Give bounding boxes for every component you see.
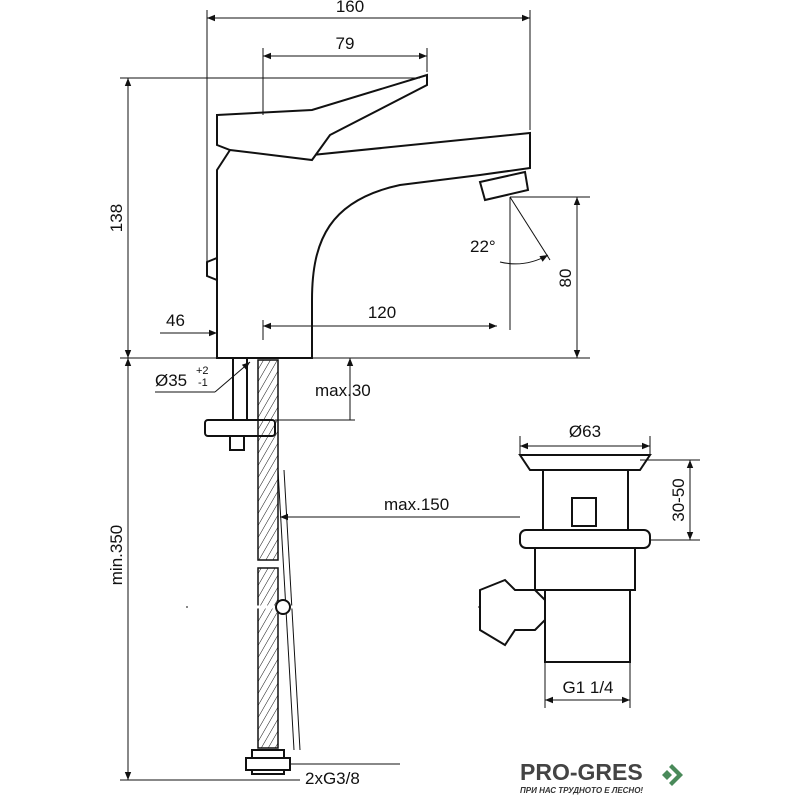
dim-hole-diameter: Ø35 [155,371,187,390]
dim-spout-angle: 22° [470,237,496,256]
dim-rod-distance: max.150 [384,495,449,514]
dim-tol-plus: +2 [196,365,209,377]
dim-width-total: 160 [336,0,364,16]
dim-spout-height: 80 [556,269,575,288]
dim-deck-thickness: max.30 [315,381,371,400]
faucet [186,73,531,775]
logo-name: PRO-GRES [520,759,643,785]
dim-hose-thread: 2xG3/8 [305,769,360,788]
dim-waste-diameter: Ø63 [569,422,601,441]
dimension-lines [120,10,700,781]
dim-lever: 79 [336,34,355,53]
dim-spout-reach: 120 [368,303,396,322]
pop-up-waste [479,454,652,663]
dim-base-offset: 46 [166,311,185,330]
logo: PRO-GRES ПРИ НАС ТРУДНОТО Е ЛЕСНО! [520,760,643,795]
dim-waste-height: 30-50 [669,478,688,521]
dim-height-total: 138 [107,204,126,232]
dim-waste-thread: G1 1/4 [562,678,613,697]
dim-tol-minus: -1 [198,377,208,389]
logo-tagline: ПРИ НАС ТРУДНОТО Е ЛЕСНО! [520,786,644,795]
dim-pipe-length: min.350 [107,525,126,585]
logo-chevron-icon [662,764,683,786]
